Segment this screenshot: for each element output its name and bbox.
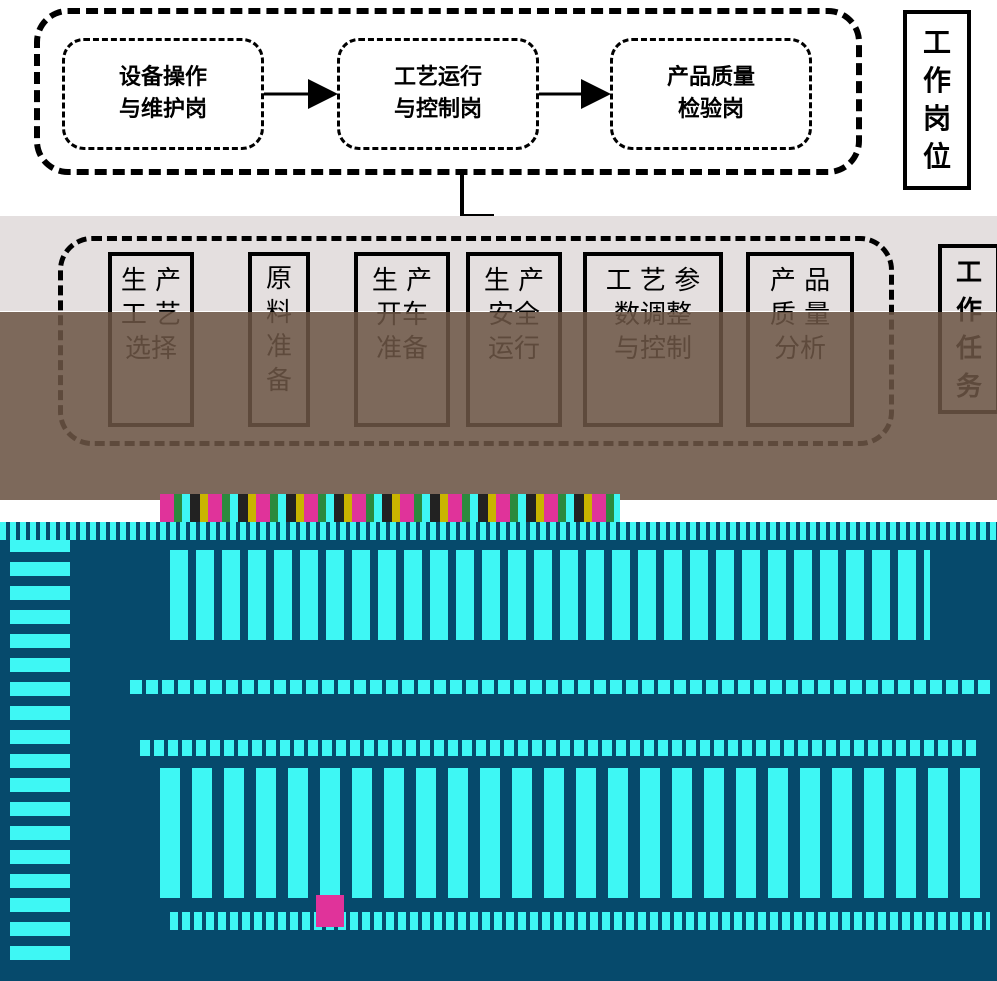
corruption-noise-row-4 [170, 912, 990, 930]
side-label-positions: 工 作 岗 位 [903, 10, 971, 190]
corruption-magenta-spot [316, 895, 344, 927]
corruption-noise-row-3 [140, 740, 980, 756]
position-box-quality: 产品质量 检验岗 [610, 38, 812, 150]
corruption-noise-row-1 [0, 522, 997, 540]
corruption-noise-row-2 [130, 680, 990, 694]
corruption-noise-block-1 [170, 550, 930, 640]
positions-frame [34, 8, 862, 175]
gray-strip [0, 216, 997, 311]
corruption-noise-strip [160, 494, 620, 524]
position-box-equipment: 设备操作 与维护岗 [62, 38, 264, 150]
corrupted-brown-band [0, 312, 997, 500]
position-box-process: 工艺运行 与控制岗 [337, 38, 539, 150]
corruption-noise-block-2 [160, 768, 980, 898]
corruption-noise-left-edge [10, 540, 70, 960]
